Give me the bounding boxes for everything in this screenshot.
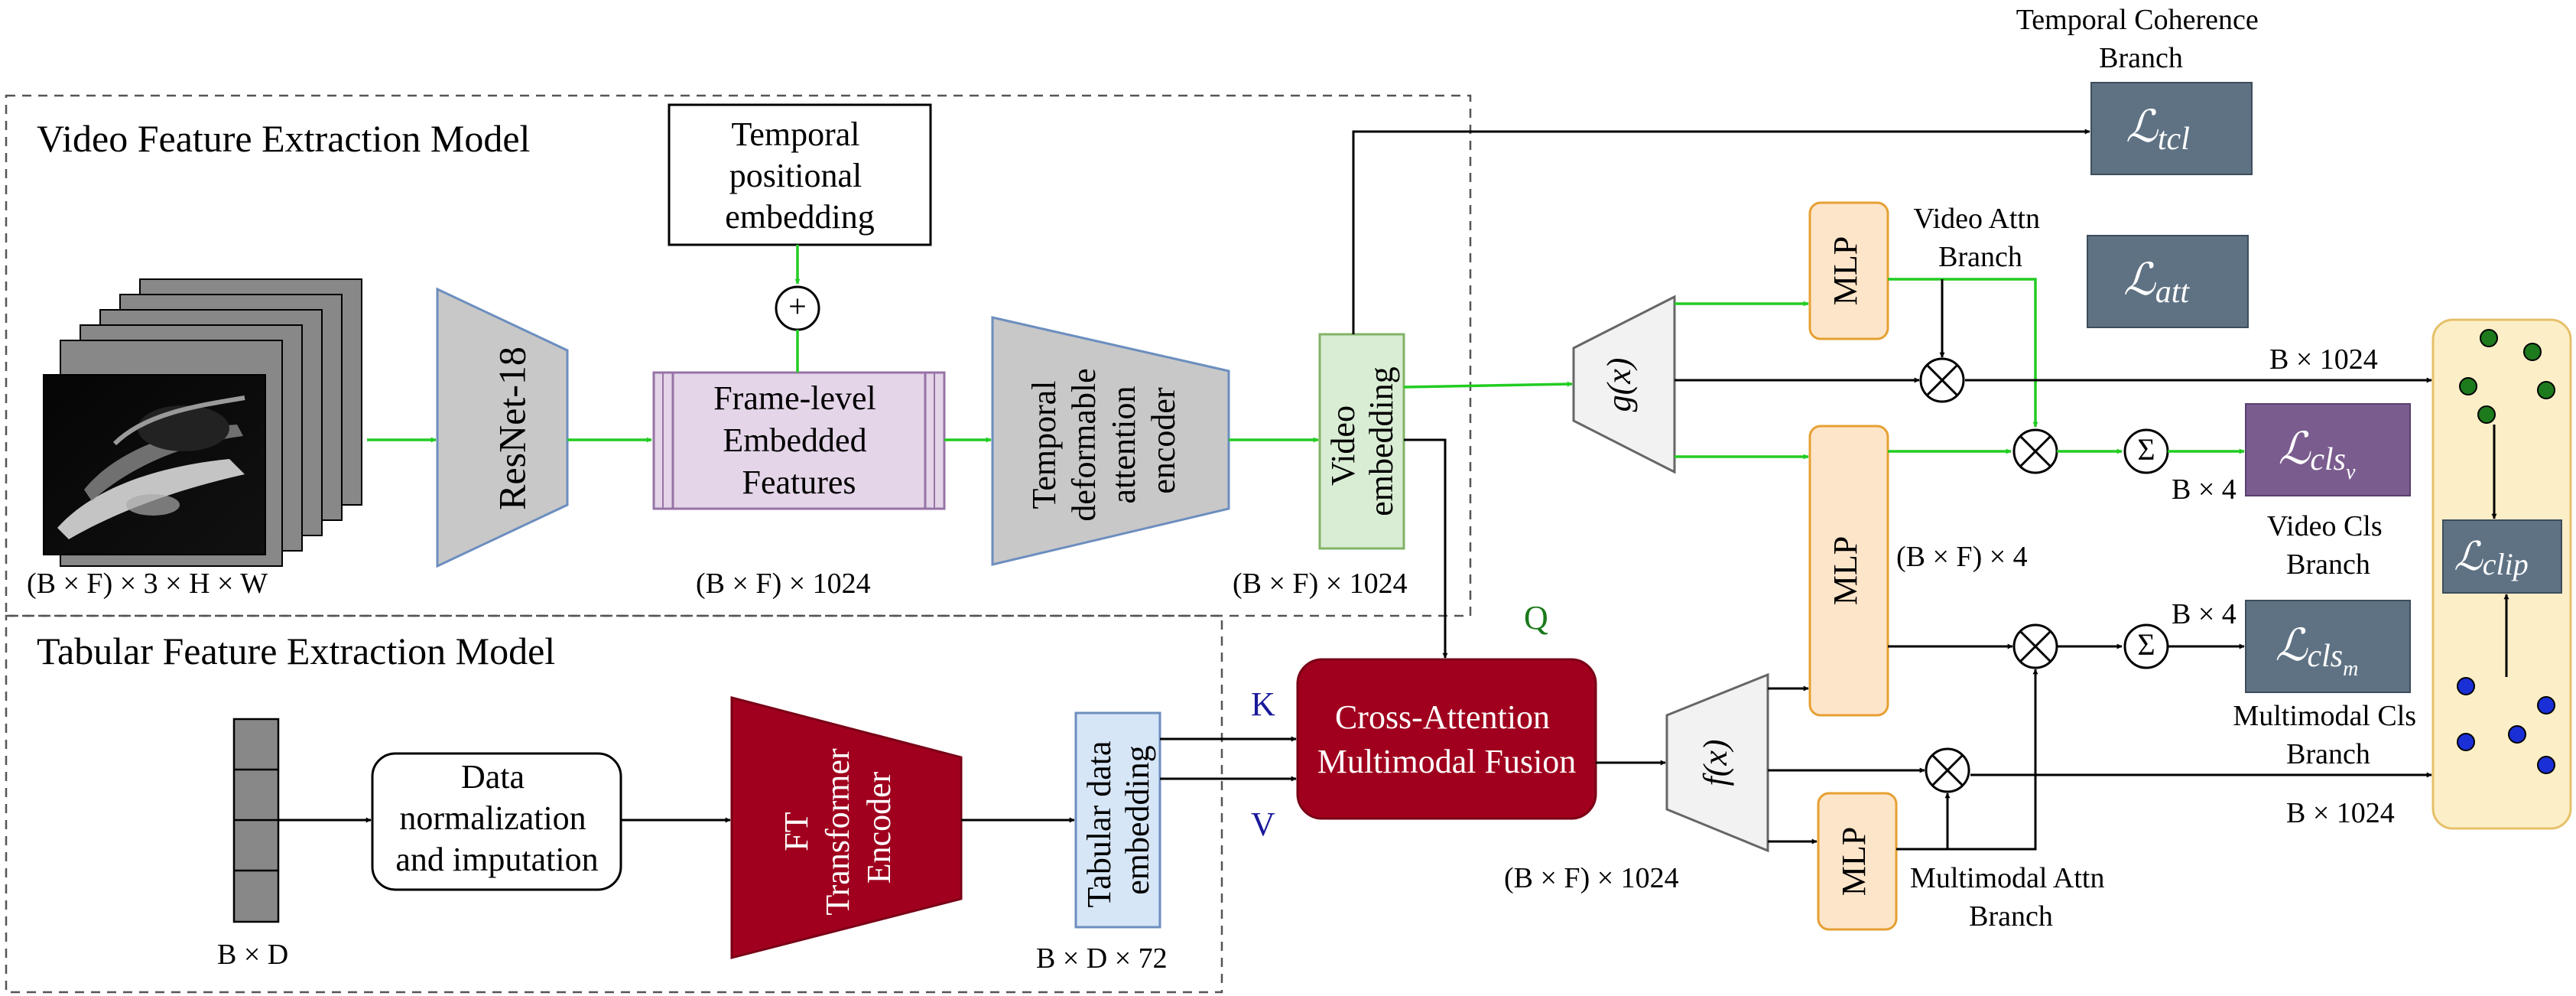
f-x-label: f(x) bbox=[1697, 739, 1734, 786]
video-embedding-box bbox=[1318, 333, 1405, 550]
mlp-video-attn bbox=[1808, 201, 1889, 340]
loss-clip-box bbox=[2442, 519, 2562, 594]
tabular-model-title: Tabular Feature Extraction Model bbox=[37, 630, 555, 672]
dim-tabular-input: B × D bbox=[217, 939, 288, 971]
video-model-region bbox=[5, 94, 1472, 617]
loss-clip-label: ℒclip bbox=[2454, 535, 2528, 581]
echo-video-frames bbox=[43, 278, 362, 567]
multimodal-embedding-dot bbox=[2457, 733, 2475, 751]
video-embedding-dot bbox=[2523, 343, 2542, 361]
sum-operator-video-symbol: Σ bbox=[2137, 432, 2155, 467]
video-embedding-label: Video embedding bbox=[1324, 366, 1400, 516]
green-connectors bbox=[367, 245, 2245, 460]
mlp-classifier-label: MLP bbox=[1827, 536, 1864, 605]
temporal-positional-embedding-box bbox=[668, 103, 932, 246]
g-x-label: g(x) bbox=[1600, 358, 1638, 412]
resnet-block bbox=[436, 287, 569, 568]
multimodal-embedding-dot bbox=[2508, 725, 2526, 744]
tabular-input-vector bbox=[232, 718, 280, 923]
frame-level-features-box bbox=[652, 371, 946, 510]
loss-tcl-box bbox=[2090, 82, 2253, 175]
loss-cls-v-label: ℒclsv bbox=[2279, 424, 2356, 484]
dim-multimodal-clip: B × 1024 bbox=[2286, 797, 2395, 829]
loss-tcl-label: ℒtcl bbox=[2126, 102, 2190, 157]
value-label: V bbox=[1251, 806, 1275, 843]
mlp-video-attn-label: MLP bbox=[1827, 236, 1864, 305]
loss-att-label: ℒatt bbox=[2123, 255, 2190, 310]
frame-level-features-label: Frame-level Embedded Features bbox=[713, 379, 885, 501]
multiply-operator-video-cls bbox=[2012, 428, 2058, 474]
dim-tabular-embedding: B × D × 72 bbox=[1036, 942, 1168, 975]
multiply-operator-multimodal-clip bbox=[1925, 747, 1970, 793]
dim-video-clip: B × 1024 bbox=[2269, 343, 2378, 376]
branch-label-multimodal-attn: Multimodal Attn Branch bbox=[1910, 862, 2112, 933]
tabular-model-region bbox=[5, 614, 1223, 994]
mlp-multimodal-attn-label: MLP bbox=[1835, 827, 1873, 896]
cross-attention-label: Cross-Attention Multimodal Fusion bbox=[1317, 698, 1577, 780]
cross-attention-box bbox=[1296, 658, 1597, 820]
branch-label-temporal-coherence: Temporal Coherence Branch bbox=[2016, 4, 2266, 74]
video-model-title: Video Feature Extraction Model bbox=[37, 117, 530, 160]
key-label: K bbox=[1251, 685, 1275, 723]
loss-cls-m-box bbox=[2245, 600, 2411, 693]
loss-cls-m-label: ℒclsm bbox=[2276, 620, 2359, 681]
branch-label-video-attn: Video Attn Branch bbox=[1913, 203, 2047, 273]
black-connectors bbox=[278, 129, 2509, 851]
dim-frame-features: (B × F) × 1024 bbox=[696, 568, 871, 600]
f-x-projection bbox=[1665, 672, 1769, 853]
video-embedding-dot bbox=[2477, 405, 2496, 424]
data-normalization-label: Data normalization and imputation bbox=[395, 758, 598, 878]
ft-transformer-label: FT Transformer Encoder bbox=[778, 740, 898, 915]
dim-input-video: (B × F) × 3 × H × W bbox=[27, 568, 268, 600]
data-normalization-box bbox=[371, 752, 622, 891]
mlp-classifier bbox=[1808, 425, 1889, 717]
dim-mlp-out: (B × F) × 4 bbox=[1896, 541, 2028, 573]
temporal-encoder-label: Temporal deformable attention encoder bbox=[1025, 360, 1182, 521]
dim-multimodal-cls: B × 4 bbox=[2172, 598, 2237, 630]
video-embedding-dot bbox=[2480, 329, 2498, 347]
resnet-label: ResNet-18 bbox=[490, 347, 533, 510]
dim-video-embedding: (B × F) × 1024 bbox=[1233, 568, 1408, 600]
loss-att-box bbox=[2087, 235, 2249, 328]
mlp-multimodal-attn bbox=[1817, 792, 1898, 931]
g-x-projection bbox=[1572, 295, 1676, 474]
dim-video-cls: B × 4 bbox=[2172, 474, 2237, 506]
video-embedding-dot bbox=[2537, 381, 2555, 399]
branch-label-video-cls: Video Cls Branch bbox=[2267, 510, 2389, 581]
sum-operator-multimodal-symbol: Σ bbox=[2137, 627, 2155, 662]
multiply-operator-multimodal-cls bbox=[2012, 623, 2058, 669]
loss-cls-v-box bbox=[2245, 403, 2411, 496]
add-operator-symbol: + bbox=[788, 290, 807, 325]
multiply-operator-video-clip bbox=[1919, 357, 1965, 403]
video-embedding-dot bbox=[2459, 377, 2477, 395]
multimodal-embedding-dot bbox=[2537, 756, 2555, 774]
query-label: Q bbox=[1524, 599, 1548, 636]
temporal-positional-embedding-label: Temporal positional embedding bbox=[725, 116, 875, 236]
tabular-embedding-box bbox=[1074, 711, 1161, 929]
tabular-embedding-label: Tabular data embedding bbox=[1080, 732, 1156, 907]
temporal-encoder-block bbox=[991, 316, 1230, 566]
ft-transformer-block bbox=[730, 696, 963, 959]
dim-fusion-out: (B × F) × 1024 bbox=[1504, 862, 1679, 894]
branch-label-multimodal-cls: Multimodal Cls Branch bbox=[2233, 700, 2423, 770]
multimodal-embedding-dot bbox=[2537, 696, 2555, 714]
multimodal-embedding-dot bbox=[2457, 677, 2475, 695]
